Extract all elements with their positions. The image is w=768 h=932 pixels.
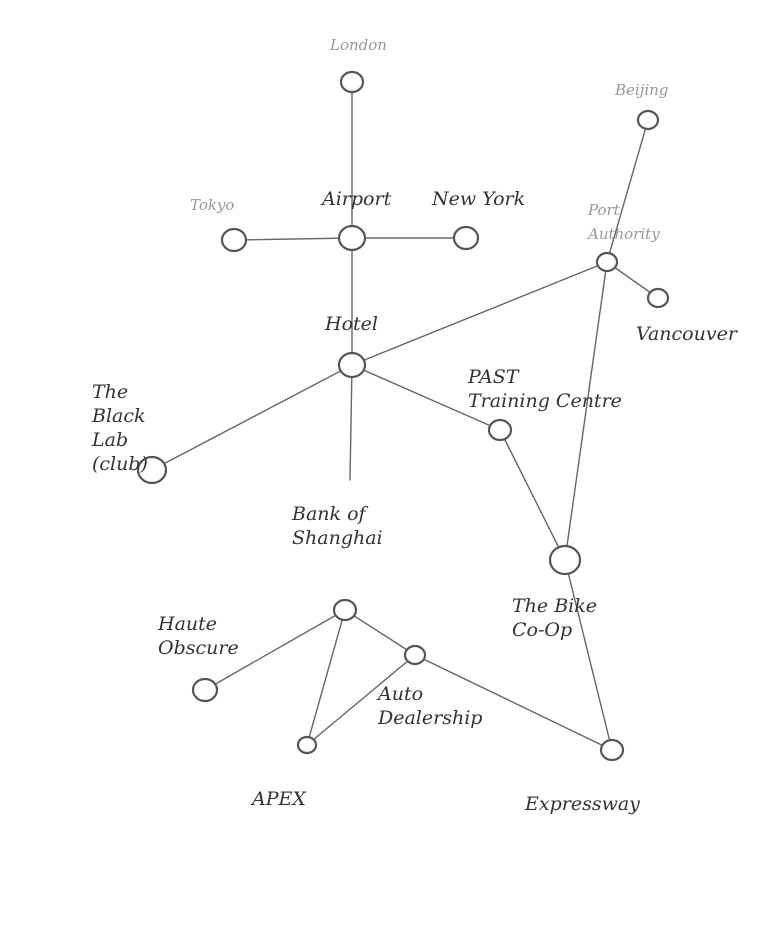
label-line: The Bike	[512, 595, 597, 617]
label-line: (club)	[92, 453, 148, 475]
node-portauth	[595, 251, 619, 273]
edge-bank-haute	[204, 609, 346, 691]
label-line: Expressway	[524, 793, 640, 815]
label-line: Port	[587, 201, 621, 219]
label-line: Tokyo	[190, 196, 234, 214]
label-expressway: Expressway	[524, 793, 640, 815]
label-beijing: Beijing	[614, 81, 668, 99]
node-airport	[337, 224, 367, 252]
edge-bike-portauth	[564, 261, 608, 561]
label-line: Airport	[320, 188, 392, 210]
label-line: Obscure	[158, 637, 239, 659]
node-apex	[296, 735, 318, 755]
label-line: Training Centre	[468, 390, 622, 412]
node-london	[339, 70, 365, 94]
label-line: Authority	[586, 225, 660, 243]
label-line: Bank of	[291, 503, 369, 525]
node-bank	[332, 598, 358, 622]
node-past	[487, 418, 513, 442]
node-beijing	[636, 109, 660, 131]
label-line: PAST	[467, 366, 520, 388]
node-tokyo	[220, 227, 248, 253]
edge-auto-expressway	[414, 654, 613, 751]
edge-past-bike	[499, 429, 566, 561]
edge-bike-expressway	[564, 559, 613, 751]
label-vancouver: Vancouver	[636, 323, 739, 345]
label-newyork: New York	[431, 188, 525, 210]
label-line: The	[92, 381, 128, 403]
edge-bank-apex	[306, 609, 346, 746]
label-line: APEX	[250, 788, 307, 810]
label-line: London	[329, 36, 387, 54]
label-line: Vancouver	[636, 323, 739, 345]
edge-hotel-blacklab	[151, 364, 353, 471]
label-line: Auto	[376, 683, 423, 705]
label-line: New York	[431, 188, 525, 210]
node-expressway	[599, 738, 625, 762]
label-tokyo: Tokyo	[190, 196, 234, 214]
label-line: Shanghai	[292, 527, 383, 549]
edge-tokyo-airport	[233, 237, 353, 241]
edge-auto-apex	[306, 654, 416, 746]
node-auto	[403, 644, 427, 666]
label-london: London	[329, 36, 387, 54]
node-haute	[191, 677, 219, 703]
label-airport: Airport	[320, 188, 392, 210]
label-line: Black	[91, 405, 146, 427]
label-apex: APEX	[250, 788, 307, 810]
label-hotel: Hotel	[324, 313, 378, 335]
edge-hotel-banktick	[349, 364, 353, 481]
nodes	[136, 70, 670, 762]
edge-hotel-past	[351, 364, 501, 431]
label-line: Lab	[91, 429, 128, 451]
node-newyork	[452, 225, 480, 251]
label-line: Dealership	[377, 707, 482, 729]
edge-beijing-portauth	[606, 119, 649, 263]
label-line: Hotel	[324, 313, 378, 335]
node-vancouver	[646, 287, 670, 309]
node-bike	[548, 544, 582, 576]
edge-bank-auto	[344, 609, 416, 656]
node-hotel	[337, 351, 367, 379]
label-line: Haute	[157, 613, 217, 635]
label-line: Beijing	[614, 81, 668, 99]
node-blacklab	[136, 455, 168, 485]
label-line: Co-Op	[512, 619, 572, 641]
edge-hotel-portauth	[351, 261, 608, 366]
